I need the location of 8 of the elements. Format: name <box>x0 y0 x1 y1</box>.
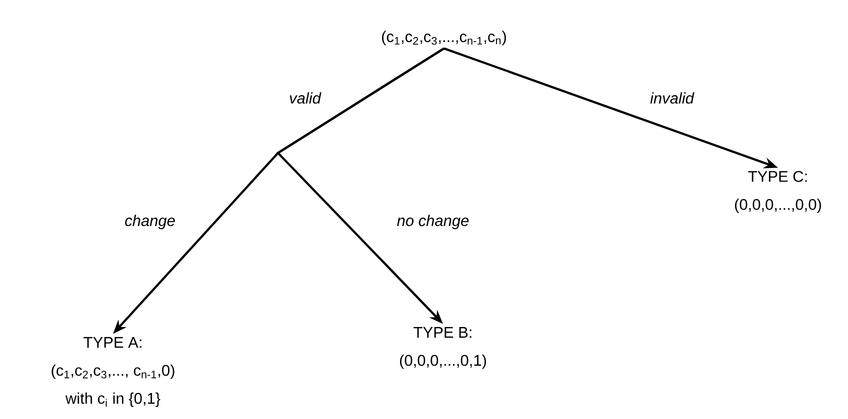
result-label: TYPE B: (0,0,0,...,0,1) <box>400 327 486 369</box>
edge-label: no change <box>396 214 470 230</box>
result-label: TYPE C: (0,0,0,...,0,0) <box>735 170 821 213</box>
edge-label: invalid <box>649 91 695 105</box>
root-label: (c$_{1}$,c$_{2}$,c$_{3}$,...,c$_{n-1}$,c$_{n}$) <box>382 30 506 46</box>
branch-label: valid <box>288 91 322 105</box>
edge-label: change <box>124 214 176 230</box>
result-label: TYPE A: (c$_{1}$,c$_{2}$,c$_{3}$,..., c$_{n-1}$,0) with c$_{i}$ in {0,1} <box>52 337 174 407</box>
